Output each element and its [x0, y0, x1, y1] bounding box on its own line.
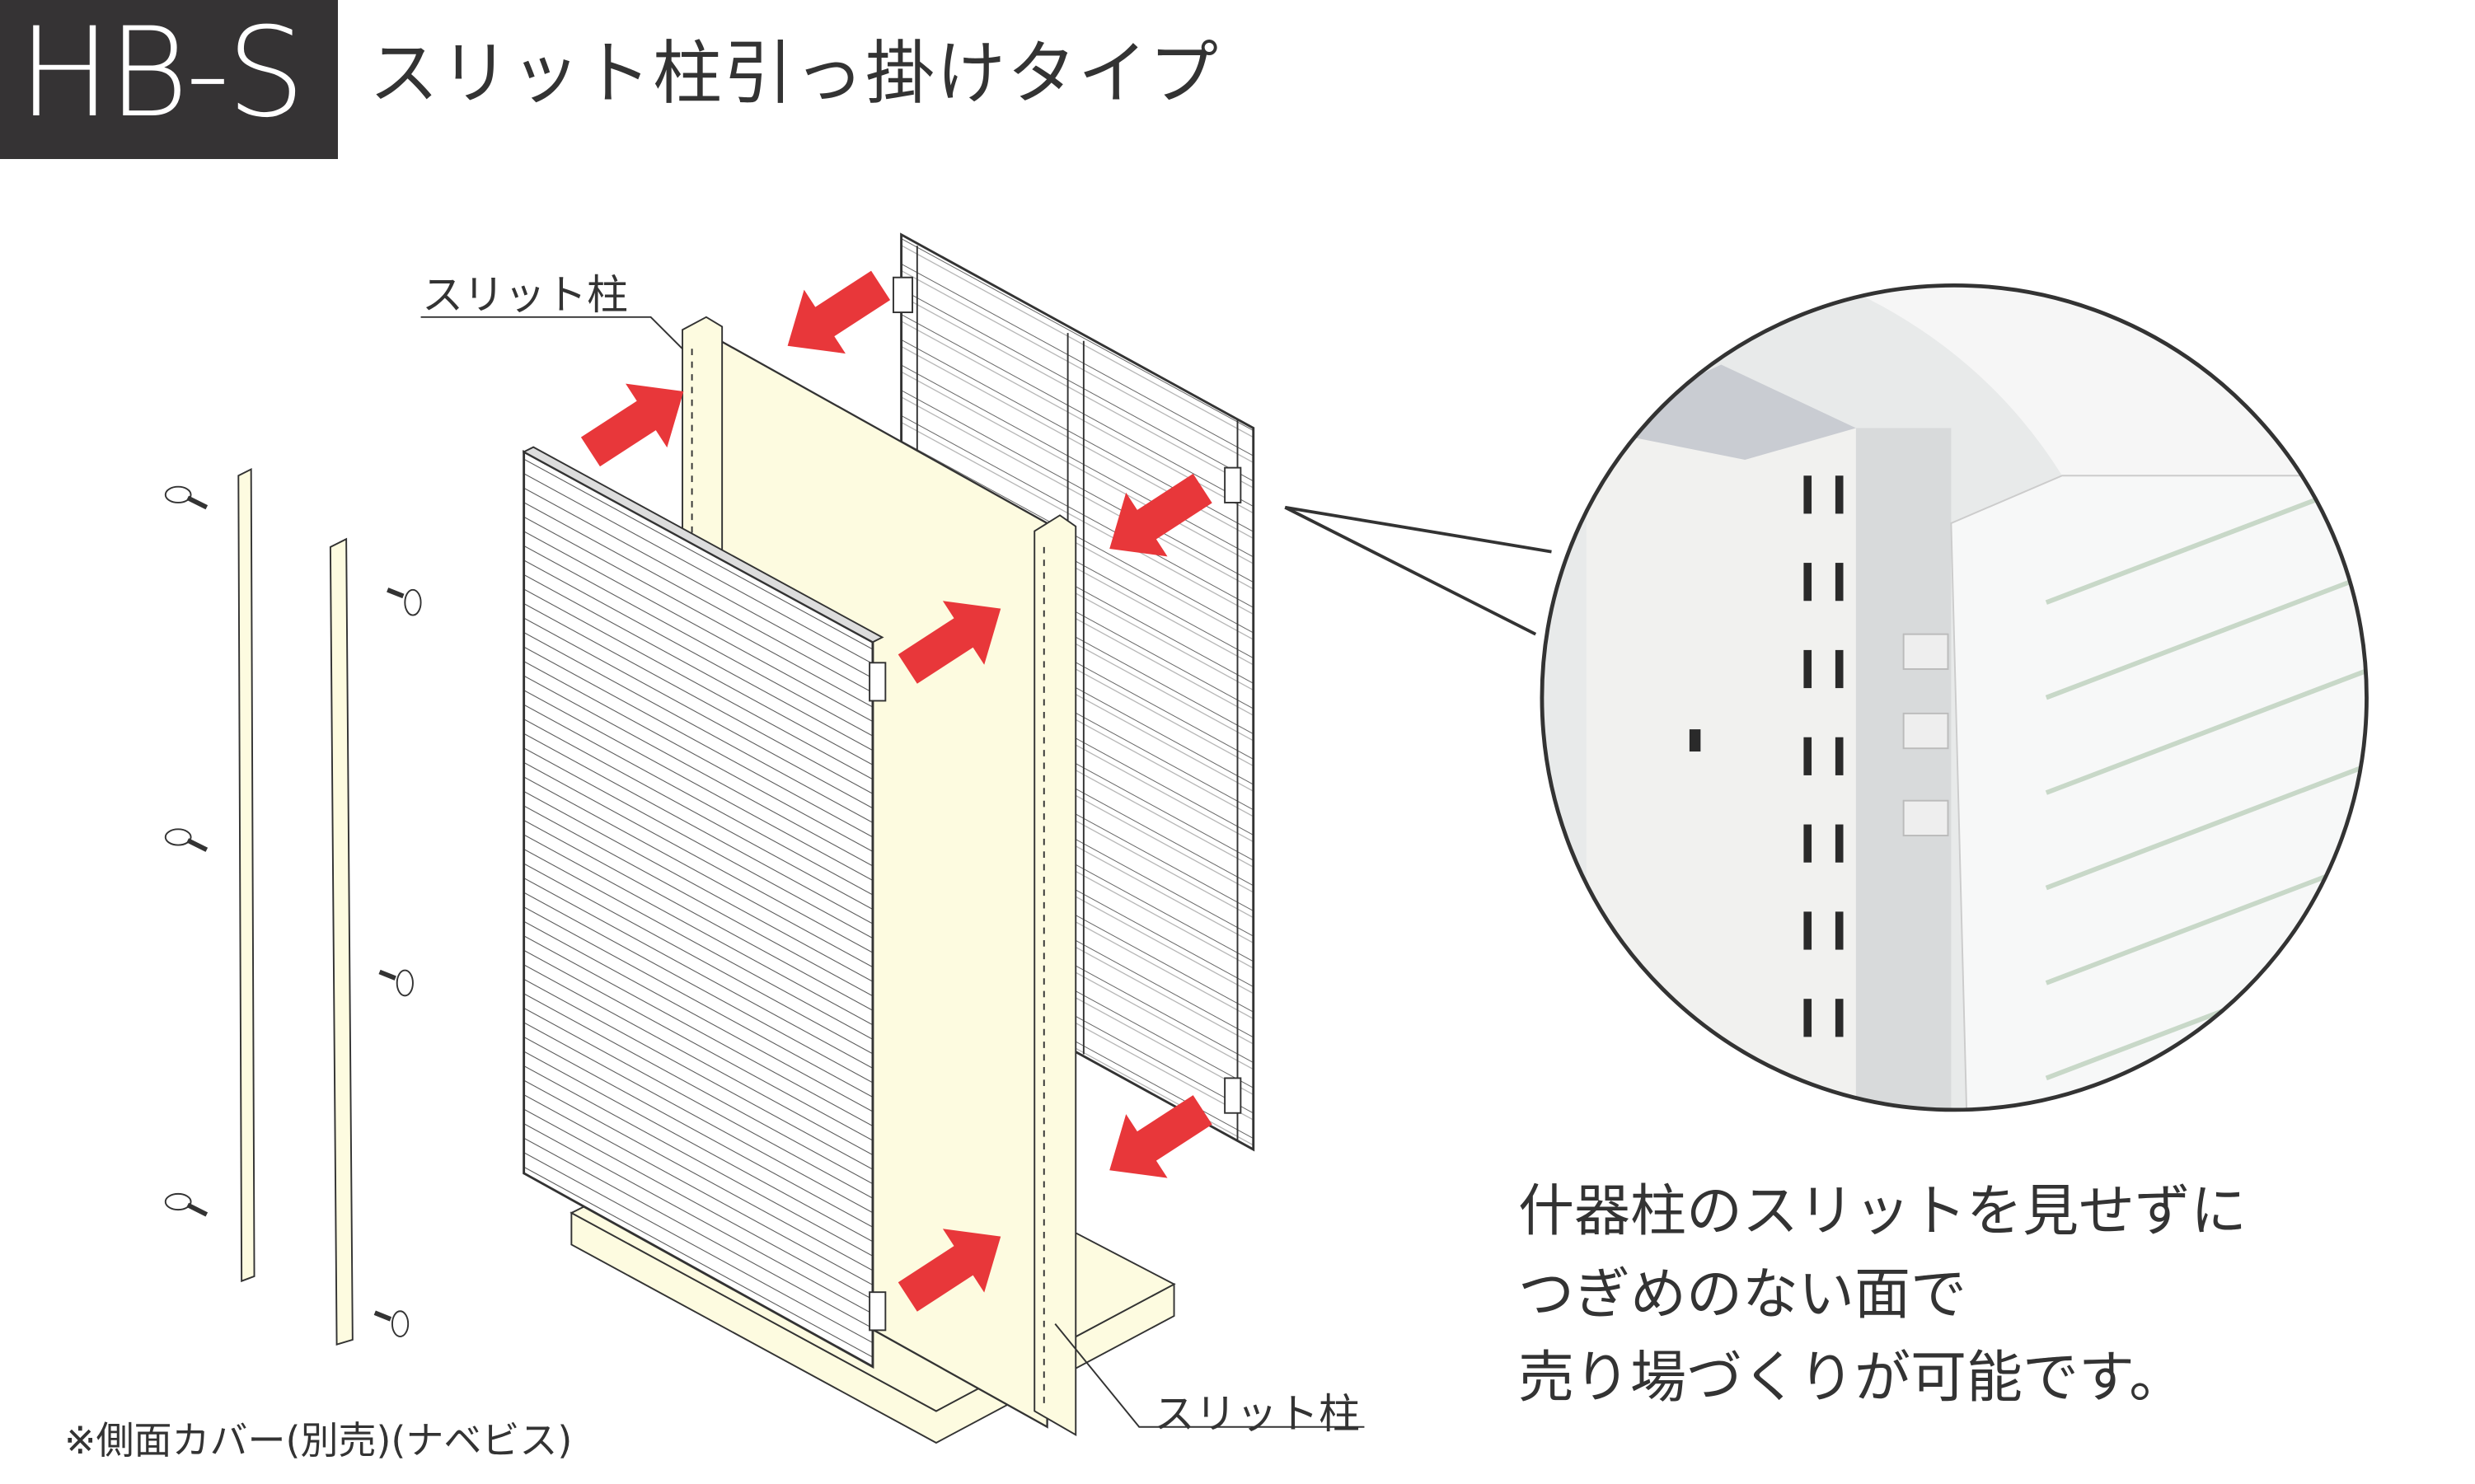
description-line: 売り場づくりが可能です。 — [1518, 1346, 2186, 1411]
slit-column-label-top: スリット柱 — [422, 271, 628, 319]
side-covers — [164, 467, 422, 1346]
detail-photo — [1541, 285, 2367, 1110]
front-slat-panel — [522, 446, 887, 1369]
side-cover-caption: ※側面カバー(別売)(ナベビス) — [64, 1418, 573, 1463]
page-title: スリット柱引っ掛けタイプ — [369, 33, 1221, 114]
label-leaders — [420, 316, 1365, 1428]
model-code: HB-S — [18, 2, 305, 145]
feature-description: 什器柱のスリットを見せずに つぎめのない面で 売り場づくりが可能です。 — [1518, 1170, 2247, 1420]
description-line: つぎめのない面で — [1518, 1262, 1967, 1327]
slit-column-label-bottom: スリット柱 — [1154, 1390, 1360, 1438]
detail-callout — [1284, 505, 1552, 636]
model-code-badge: HB-S — [0, 0, 338, 159]
description-line: 什器柱のスリットを見せずに — [1518, 1179, 2248, 1244]
